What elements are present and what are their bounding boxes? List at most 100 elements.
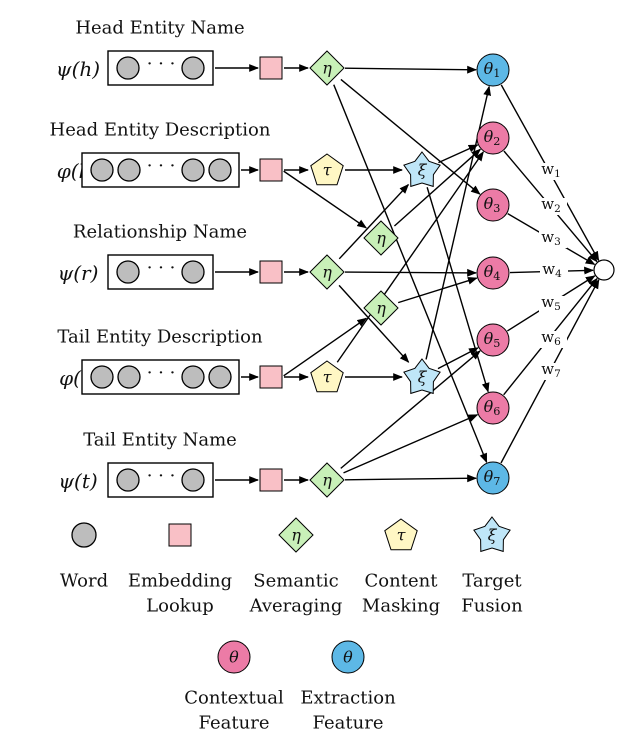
weight-label-w3: w3 (541, 228, 561, 248)
averaging-symbol: η (376, 299, 386, 318)
ellipsis-dots: · · · (147, 54, 176, 75)
pentagon-shape (310, 360, 344, 393)
row-op-node: η (309, 50, 345, 86)
diamond-shape (278, 517, 314, 553)
feature-node-7: θ7 (476, 461, 510, 495)
fusion-symbol: ξ (418, 368, 428, 387)
row-function-label: ψ(r) (58, 261, 99, 285)
emb-to-eta-edge (283, 317, 368, 377)
weight-label-bg (539, 231, 567, 248)
legend-label: Semantic (253, 571, 338, 592)
feature-label: θ4 (484, 262, 501, 283)
row-op-node: τ (310, 360, 344, 393)
embedding-square (168, 523, 192, 547)
feature-circle (476, 461, 510, 495)
weight-label-w1: w1 (541, 160, 561, 180)
averaging-symbol: η (291, 526, 301, 545)
weight-label-w2: w2 (541, 195, 561, 215)
output-node (593, 259, 615, 281)
weight-label-bg (539, 163, 567, 180)
feature-label: θ5 (484, 329, 501, 350)
row-title: Relationship Name (73, 222, 247, 243)
weight-label-w7: w7 (541, 360, 561, 380)
op-to-feature-edge (343, 414, 479, 474)
legend-fusion-shape: ξ (473, 516, 511, 553)
word-token-circle (181, 365, 205, 389)
word-token-circle (90, 158, 114, 182)
ellipsis-dots: · · · (147, 466, 176, 487)
word-token-circle (116, 260, 140, 284)
ellipsis-dots: · · · (147, 363, 176, 384)
feature-node-2: θ2 (476, 121, 510, 155)
embedding-lookup-node (259, 56, 283, 80)
star-shape (473, 516, 511, 553)
row-1: Head Entity Name ψ(h) · · · η (56, 18, 345, 86)
legend-label: Target (462, 571, 522, 592)
contextual-symbol: θ (229, 648, 239, 667)
legend-label: Contextual (184, 688, 284, 709)
legend-label: Lookup (146, 596, 214, 617)
ellipsis-dots: · · · (147, 156, 176, 177)
legend-averaging-shape: η (278, 517, 314, 553)
row-title: Head Entity Description (50, 120, 271, 141)
middle-node-eta-mid_top: η (363, 220, 399, 256)
star-shape (403, 358, 441, 395)
feature-circle (476, 323, 510, 357)
feature-node-3: θ3 (476, 188, 510, 222)
legend-label: Extraction (300, 688, 396, 709)
op-to-fusion-edge (338, 183, 410, 260)
feature-circle (476, 188, 510, 222)
embedding-square (259, 260, 283, 284)
legend-word: Word (60, 522, 108, 592)
pentagon-shape (384, 518, 418, 551)
weight-label-bg (539, 296, 567, 313)
fusion-to-feature-edge (438, 144, 479, 164)
row-op-node: η (309, 254, 345, 290)
weight-label-w4: w4 (542, 260, 562, 280)
row-title: Tail Entity Description (57, 327, 263, 348)
embedding-lookup-node (259, 468, 283, 492)
weight-label-w6: w6 (541, 328, 561, 348)
feature-label: θ2 (484, 127, 501, 148)
legend-label: Feature (199, 713, 270, 734)
legend-label: Feature (313, 713, 384, 734)
feature-circle (476, 121, 510, 155)
row-function-label: ψ(t) (58, 469, 97, 493)
averaging-symbol: η (376, 229, 386, 248)
feature-label: θ6 (484, 397, 501, 418)
weight-label-bg (539, 198, 567, 215)
diamond-shape (363, 220, 399, 256)
feature-circle (476, 391, 510, 425)
row-function-label: ψ(h) (56, 57, 100, 81)
embedding-lookup-node (259, 365, 283, 389)
word-token-circle (181, 158, 205, 182)
legend-label: Averaging (249, 596, 343, 617)
row-op-node: η (309, 462, 345, 498)
feature-node-4: θ4 (476, 256, 510, 290)
row-op-node: τ (310, 153, 344, 186)
averaging-symbol: η (322, 263, 332, 282)
feature-circle (476, 256, 510, 290)
fusion-to-feature-edge (426, 187, 490, 393)
star-shape (403, 151, 441, 188)
feature-node-1: θ1 (476, 53, 510, 87)
op-to-feature-edge (344, 268, 477, 277)
word-token-circle (208, 158, 232, 182)
op-to-feature-edge (344, 474, 477, 483)
masking-symbol: τ (397, 526, 407, 545)
middle-node-xi-top: ξ (403, 151, 441, 188)
embedding-square (259, 56, 283, 80)
fusion-to-feature-edge (425, 85, 492, 360)
extraction-circle (331, 640, 365, 674)
feature-label: θ7 (484, 467, 501, 488)
weight-label-bg (540, 263, 568, 280)
legend-masking-shape: τ (384, 518, 418, 551)
row-title: Head Entity Name (75, 18, 244, 39)
row-title: Tail Entity Name (83, 430, 237, 451)
word-token-circle (181, 56, 205, 80)
